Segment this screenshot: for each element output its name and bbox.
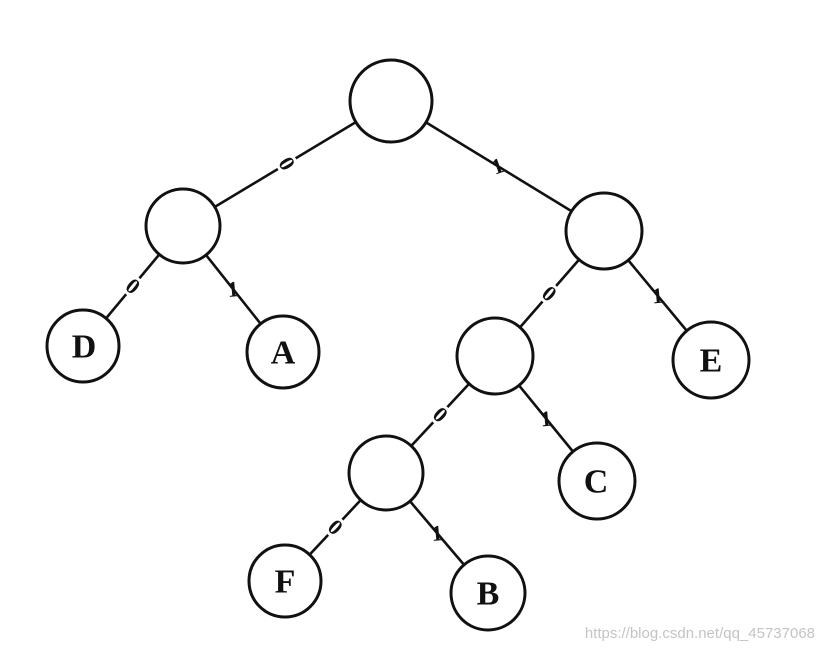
leaf-node-c: C [557, 441, 637, 521]
leaf-node-d-circle [45, 308, 121, 384]
node-lower-circle [347, 434, 425, 512]
leaf-node-f-circle [247, 543, 323, 619]
node-mid [455, 316, 535, 396]
leaf-node-b-circle [449, 554, 527, 632]
leaf-node-c-label: C [584, 464, 609, 501]
watermark-text: https://blog.csdn.net/qq_45737068 [585, 625, 815, 642]
node-right-circle [564, 191, 644, 271]
leaf-node-e-label: E [700, 343, 723, 380]
node-lower [347, 434, 425, 512]
node-left-circle [144, 187, 222, 265]
node-right [564, 191, 644, 271]
leaf-node-f: F [247, 543, 323, 619]
leaf-node-a-label: A [271, 335, 296, 372]
edge-label-lower-b: 1 [430, 520, 443, 546]
leaf-node-d: D [45, 308, 121, 384]
leaf-node-f-label: F [275, 564, 296, 601]
leaf-node-e: E [671, 320, 751, 400]
edge-label-mid-c: 1 [539, 406, 552, 432]
edge-label-left-a: 1 [226, 276, 239, 302]
leaf-node-a-circle [245, 314, 321, 390]
tree-edges [81, 99, 713, 595]
leaf-node-b: B [449, 554, 527, 632]
edge-label-root-left: 0 [273, 152, 300, 174]
node-root [348, 58, 434, 144]
node-mid-circle [455, 316, 535, 396]
leaf-node-b-label: B [477, 576, 500, 613]
leaf-node-a: A [245, 314, 321, 390]
leaf-node-d-label: D [72, 329, 97, 366]
edge-label-root-right: 1 [488, 152, 507, 179]
leaf-node-c-circle [557, 441, 637, 521]
edge-label-right-e: 1 [651, 283, 664, 309]
node-root-circle [348, 58, 434, 144]
leaf-node-e-circle [671, 320, 751, 400]
node-left [144, 187, 222, 265]
